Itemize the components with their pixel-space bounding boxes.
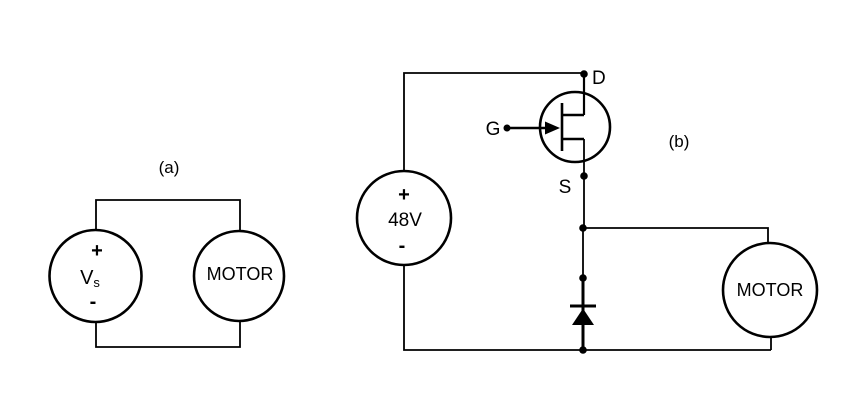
source-b-plus-sign: + bbox=[398, 184, 410, 206]
circuit-a-labels: (a) + Vs - MOTOR bbox=[80, 158, 273, 313]
circuit-b-labels: (b) + 48V - D G S MOTOR bbox=[388, 68, 803, 300]
bottom-junction-dot bbox=[579, 346, 587, 354]
voltage-source-a-circle bbox=[48, 228, 143, 324]
gate-arrowhead-icon bbox=[545, 121, 560, 135]
source-b-value: 48V bbox=[388, 210, 422, 231]
voltage-source-b-circle bbox=[355, 169, 453, 267]
circuit-b-bottom-wire bbox=[403, 265, 771, 351]
circuit-b-top-wire bbox=[403, 72, 584, 171]
circuit-b-filled-shapes bbox=[503, 70, 594, 354]
circuit-b bbox=[355, 72, 819, 351]
source-a-plus-sign: + bbox=[91, 240, 103, 262]
motor-b-label: MOTOR bbox=[737, 280, 804, 300]
source-a-minus-sign: - bbox=[90, 291, 97, 313]
circuit-a bbox=[48, 199, 286, 348]
mosfet-source-label: S bbox=[559, 177, 572, 198]
figure-label-b: (b) bbox=[669, 132, 690, 151]
motor-a-circle bbox=[192, 229, 286, 323]
circuit-a-wires bbox=[95, 199, 241, 348]
source-a-symbol-main: V bbox=[80, 267, 94, 289]
branch-junction-dot bbox=[579, 224, 587, 232]
figure-label-a: (a) bbox=[159, 158, 180, 177]
source-b-minus-sign: - bbox=[399, 235, 406, 257]
motor-a-label: MOTOR bbox=[207, 264, 274, 284]
mosfet-drain-label: D bbox=[592, 68, 606, 89]
mosfet-gate-label: G bbox=[486, 119, 501, 140]
diode-top-dot bbox=[579, 274, 587, 282]
gate-node-dot bbox=[503, 124, 511, 132]
source-a-symbol: Vs bbox=[80, 267, 100, 290]
motor-b-branch-wire bbox=[583, 227, 769, 243]
diode-triangle bbox=[572, 308, 594, 325]
drain-node-dot bbox=[580, 70, 588, 78]
motor-b-circle bbox=[721, 241, 819, 339]
source-a-symbol-subscript: s bbox=[93, 275, 100, 290]
source-node-dot bbox=[580, 172, 588, 180]
